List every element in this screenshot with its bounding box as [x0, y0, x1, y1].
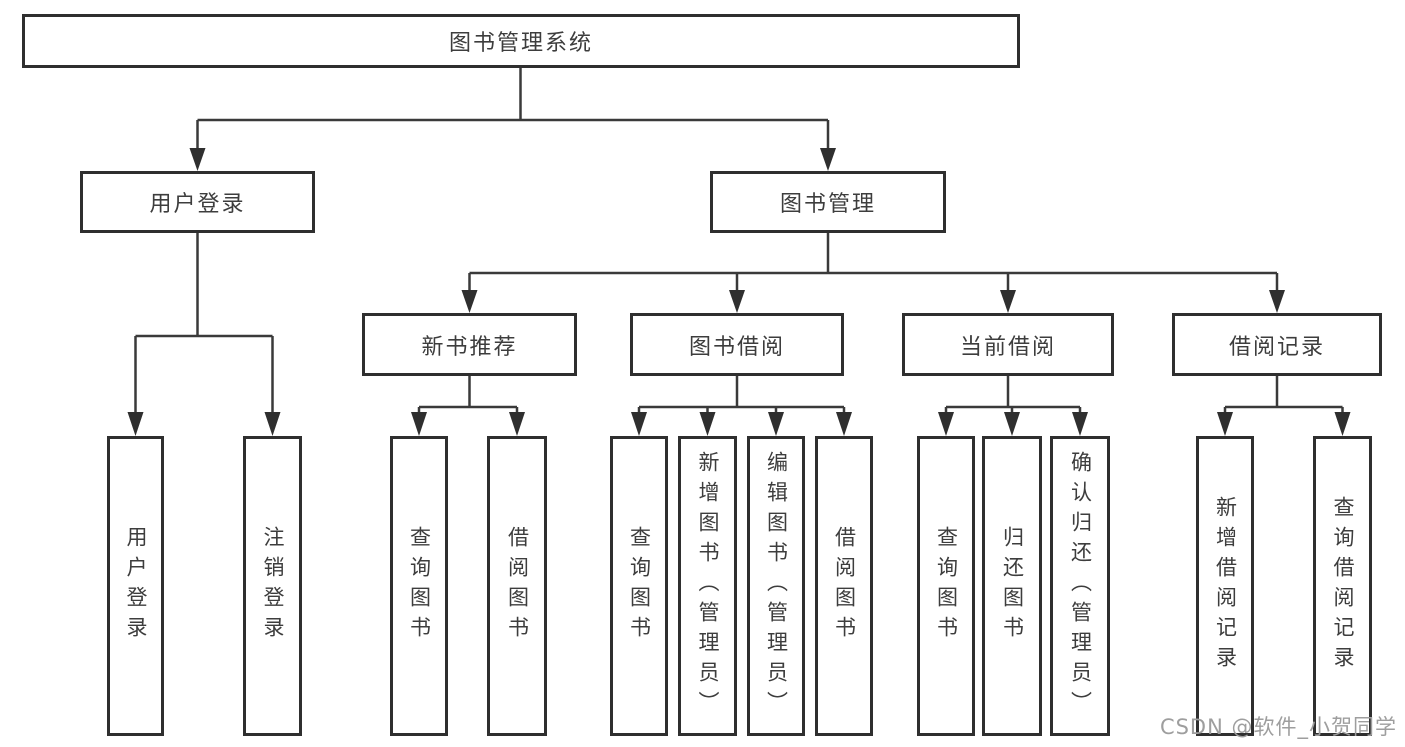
- node-label: 图书借阅: [688, 334, 785, 360]
- node-leaf-borrow-books-2: 借阅图书: [815, 436, 873, 736]
- node-user-login-branch: 用户登录: [80, 171, 315, 233]
- node-label: 用户登录: [124, 526, 148, 646]
- node-borrow-records: 借阅记录: [1172, 313, 1382, 376]
- node-label: 借阅图书: [832, 526, 857, 646]
- node-leaf-return-books: 归还图书: [982, 436, 1042, 736]
- node-label: 查询图书: [407, 526, 432, 646]
- node-current-borrowing: 当前借阅: [902, 313, 1114, 376]
- node-leaf-add-borrow-record: 新增借阅记录: [1196, 436, 1254, 736]
- node-leaf-query-books-3: 查询图书: [917, 436, 975, 736]
- node-leaf-query-books-2: 查询图书: [610, 436, 668, 736]
- node-label: 用户登录: [149, 192, 246, 217]
- node-label: 新书推荐: [421, 334, 518, 360]
- node-label: 借阅记录: [1228, 334, 1325, 360]
- node-label: 注销登录: [261, 526, 285, 646]
- node-leaf-confirm-return-admin: 确认归还（管理员）: [1050, 436, 1110, 736]
- node-label: 新增图书（管理员）: [696, 451, 720, 721]
- node-book-management-branch: 图书管理: [710, 171, 946, 233]
- node-label: 查询借阅记录: [1331, 496, 1355, 676]
- node-label: 图书管理系统: [448, 31, 593, 56]
- arrowhead-icons: [127, 148, 1351, 436]
- node-library-management-system: 图书管理系统: [22, 14, 1020, 68]
- node-leaf-logout: 注销登录: [243, 436, 302, 736]
- node-leaf-edit-book-admin: 编辑图书（管理员）: [747, 436, 805, 736]
- node-leaf-add-book-admin: 新增图书（管理员）: [678, 436, 737, 736]
- node-label: 归还图书: [1000, 526, 1025, 646]
- node-label: 查询图书: [934, 526, 959, 646]
- node-leaf-query-books-1: 查询图书: [390, 436, 448, 736]
- node-leaf-query-borrow-record: 查询借阅记录: [1313, 436, 1372, 736]
- node-label: 图书管理: [779, 192, 876, 217]
- node-book-borrowing: 图书借阅: [630, 313, 844, 376]
- node-leaf-user-login: 用户登录: [107, 436, 164, 736]
- node-label: 当前借阅: [959, 334, 1056, 360]
- node-leaf-borrow-books-1: 借阅图书: [487, 436, 547, 736]
- node-label: 确认归还（管理员）: [1068, 451, 1093, 721]
- node-label: 借阅图书: [505, 526, 530, 646]
- node-label: 查询图书: [627, 526, 652, 646]
- node-label: 编辑图书（管理员）: [764, 451, 789, 721]
- csdn-watermark: CSDN @软件_小贺同学: [1159, 715, 1397, 739]
- node-new-book-recommend: 新书推荐: [362, 313, 577, 376]
- node-label: 新增借阅记录: [1213, 496, 1238, 676]
